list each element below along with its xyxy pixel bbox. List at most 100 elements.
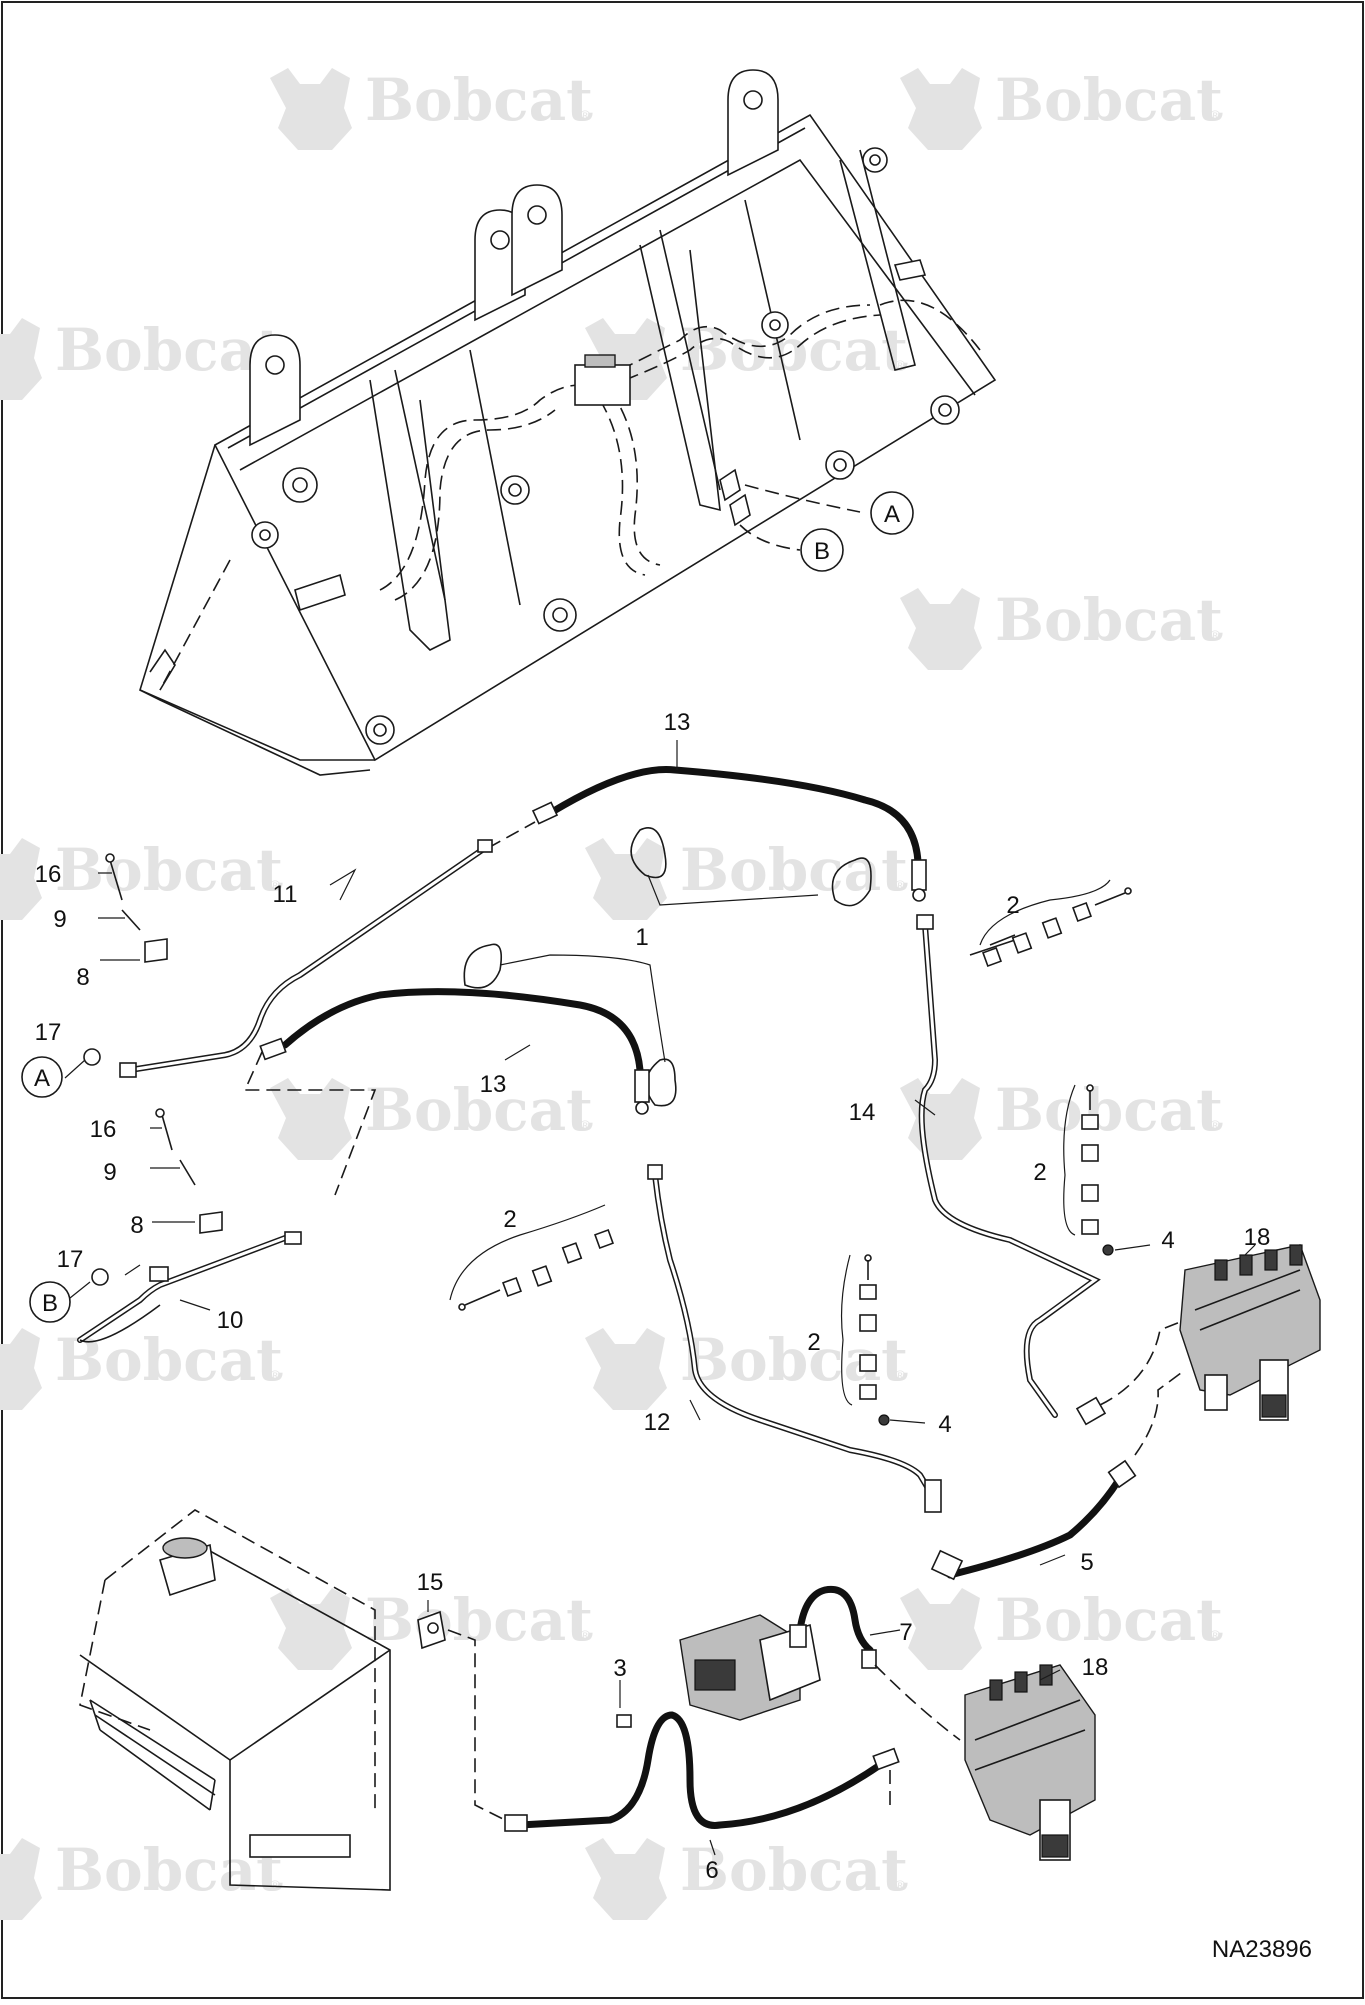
callout-8-upper: 8 [76,964,89,991]
callout-10: 10 [217,1307,244,1334]
watermark-brand-text: Bobcat [995,586,1223,654]
callout-1: 1 [635,924,648,951]
bobcat-head-logo-icon [270,68,352,150]
callout-12: 12 [644,1409,671,1436]
callout-13-upper: 13 [664,709,691,736]
callout-3: 3 [613,1655,626,1682]
watermark-brand-text: Bobcat [365,66,593,134]
o-ring-1a [630,827,667,879]
drawing-number: NA23896 [1212,1936,1312,1963]
watermark-brand-text: Bobcat [680,836,908,904]
o-ring-1c [463,943,503,989]
hydraulic-lines [64,766,1186,1581]
bobcat-watermark: Bobcat® [585,316,908,400]
watermark-registered-mark: ® [270,1367,281,1383]
callout-16-lower: 16 [90,1116,117,1143]
watermark-brand-text: Bobcat [995,1076,1223,1144]
bobcat-watermark: Bobcat® [900,66,1223,150]
watermark-brand-text: Bobcat [55,1836,283,1904]
bobcat-head-logo-icon [0,318,42,400]
watermark-registered-mark: ® [1210,107,1221,123]
watermark-registered-mark: ® [895,1877,906,1893]
callout-4-right: 4 [1161,1227,1174,1254]
callout-2-upper: 2 [1006,892,1019,919]
bobcat-head-logo-icon [585,1328,667,1410]
ref-circle-b-left [29,1281,71,1323]
control-valve-upper [1179,1244,1321,1421]
watermark-brand-text: Bobcat [680,316,908,384]
watermark-registered-mark: ® [895,877,906,893]
watermark-brand-text: Bobcat [365,1076,593,1144]
bobcat-head-logo-icon [900,1078,982,1160]
callout-9-lower: 9 [103,1159,116,1186]
lower-assembly [79,1509,1096,1891]
bobcat-head-logo-icon [0,838,42,920]
watermark-registered-mark: ® [580,107,591,123]
bobcat-head-logo-icon [270,1078,352,1160]
watermark-registered-mark: ® [270,877,281,893]
watermark-brand-text: Bobcat [55,316,283,384]
bobcat-watermark: Bobcat® [900,586,1223,670]
callout-17-upper: 17 [35,1019,62,1046]
watermark-registered-mark: ® [580,1627,591,1643]
callout-2-right: 2 [1033,1159,1046,1186]
ref-circle-a-top [870,491,914,535]
bobcat-head-logo-icon [585,1838,667,1920]
bobcat-head-logo-icon [0,1328,42,1410]
callout-13-lower: 13 [480,1071,507,1098]
watermark-registered-mark: ® [1210,1627,1221,1643]
bobcat-head-logo-icon [585,838,667,920]
bobcat-head-logo-icon [270,1588,352,1670]
watermark-brand-text: Bobcat [995,66,1223,134]
callout-labels: 13 2 16 11 9 1 8 17 A 13 14 16 2 9 2 8 4… [21,709,1312,1963]
ref-label-a-left: A [34,1065,50,1092]
ref-label-b-top: B [814,538,830,565]
bobcat-watermark: Bobcat® [900,1586,1223,1670]
bobcat-watermark: Bobcat® [585,836,908,920]
callout-18-upper: 18 [1244,1224,1271,1251]
bucket-assembly: A B [139,69,997,776]
callout-14: 14 [849,1099,876,1126]
callout-6: 6 [705,1857,718,1884]
watermark-brand-text: Bobcat [55,1326,283,1394]
watermark-registered-mark: ® [895,1367,906,1383]
leader-lines [179,740,1256,1856]
watermark-brand-text: Bobcat [365,1586,593,1654]
callout-11: 11 [273,881,298,908]
ref-label-a-top: A [884,501,900,528]
callout-2-lower: 2 [807,1329,820,1356]
callout-5: 5 [1080,1549,1093,1576]
watermark-brand-text: Bobcat [55,836,283,904]
ref-label-b-left: B [42,1290,58,1317]
bobcat-head-logo-icon [900,1588,982,1670]
bobcat-watermark: Bobcat® [0,836,283,920]
bobcat-watermark: Bobcat® [900,1076,1223,1160]
bobcat-head-logo-icon [900,68,982,150]
watermark-registered-mark: ® [580,1117,591,1133]
watermark-registered-mark: ® [895,357,906,373]
watermark-registered-mark: ® [270,1877,281,1893]
watermark-layer: Bobcat®Bobcat®Bobcat®Bobcat®Bobcat®Bobca… [0,66,1223,1920]
callout-4-middle: 4 [938,1411,951,1438]
watermark-registered-mark: ® [1210,627,1221,643]
o-ring-1b [831,857,872,907]
watermark-brand-text: Bobcat [680,1836,908,1904]
callout-8-lower: 8 [130,1212,143,1239]
bobcat-head-logo-icon [0,1838,42,1920]
callout-2-middle: 2 [503,1206,516,1233]
watermark-registered-mark: ® [1210,1117,1221,1133]
bobcat-watermark: Bobcat® [270,1076,593,1160]
bobcat-watermark: Bobcat® [0,1326,283,1410]
callout-9-upper: 9 [53,906,66,933]
o-ring-1d [645,1058,677,1107]
callout-16-upper: 16 [35,861,62,888]
bobcat-watermark: Bobcat® [270,1586,593,1670]
callout-15: 15 [417,1569,444,1596]
bobcat-watermark: Bobcat® [0,1836,283,1920]
bobcat-watermark: Bobcat® [270,66,593,150]
watermark-brand-text: Bobcat [995,1586,1223,1654]
bobcat-watermark: Bobcat® [0,316,283,400]
callout-17-lower: 17 [57,1246,84,1273]
